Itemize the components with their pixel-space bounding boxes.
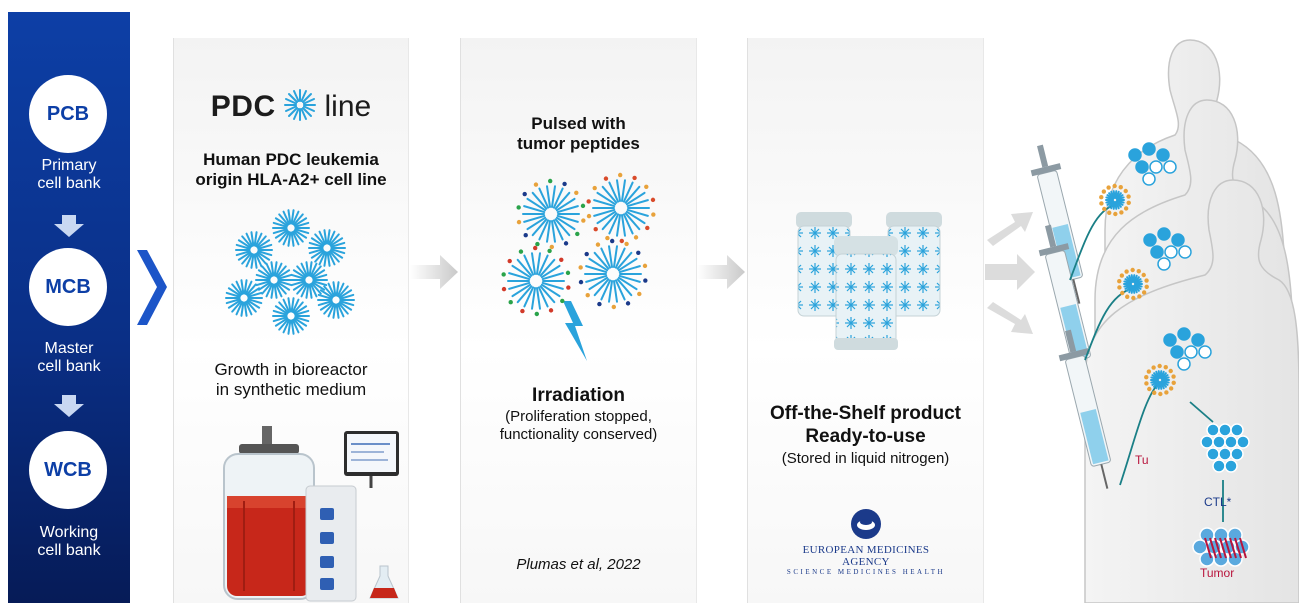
pulsed-title: Pulsed with tumor peptides bbox=[461, 114, 696, 154]
pulsed-cell bbox=[578, 238, 648, 310]
panel-cell-line: PDC line Human PDC leukemia origin HLA-A… bbox=[173, 38, 409, 603]
wcb-circle: WCB bbox=[29, 431, 107, 509]
cell-burst bbox=[225, 279, 263, 317]
ema-name: EUROPEAN MEDICINES AGENCY bbox=[802, 544, 930, 568]
pulsed-cell bbox=[501, 245, 571, 317]
cell-burst bbox=[290, 261, 328, 299]
cell-burst bbox=[317, 281, 355, 319]
tumor-label: Tumor bbox=[1200, 566, 1234, 580]
pulsed-cells-icon bbox=[501, 172, 656, 361]
cell-burst bbox=[235, 231, 273, 269]
arrow-right-icon bbox=[697, 255, 745, 289]
growth-text: Growth in bioreactor in synthetic medium bbox=[174, 360, 408, 400]
irradiation-subtitle: (Proliferation stopped, functionality co… bbox=[461, 408, 696, 444]
cell-bank-column: PCB Primary cell bank MCB Master cell ba… bbox=[8, 12, 130, 603]
mcb-code: MCB bbox=[45, 275, 91, 298]
product-title: Off-the-Shelf product Ready-to-use bbox=[748, 402, 983, 448]
ema-subtitle: SCIENCE MEDICINES HEALTH bbox=[786, 568, 946, 576]
cell-cluster-icon bbox=[225, 209, 355, 335]
pulsed-title-line1: Pulsed with bbox=[531, 114, 626, 133]
mcb-label: Master cell bank bbox=[8, 340, 130, 376]
logo-pdc-text: PDC bbox=[210, 90, 276, 123]
wcb-label-line1: Working bbox=[39, 524, 99, 541]
product-jars-image bbox=[796, 212, 942, 350]
bioreactor-image bbox=[223, 426, 399, 602]
pcb-circle: PCB bbox=[29, 75, 107, 153]
ema-emblem-icon bbox=[851, 509, 881, 539]
tumor-partial-label: Tu bbox=[1135, 453, 1149, 467]
tumor-marks bbox=[1204, 537, 1247, 559]
wcb-code: WCB bbox=[44, 458, 92, 481]
logo-line-text: line bbox=[324, 90, 372, 123]
arrow-right-icon bbox=[410, 255, 458, 289]
product-title-line1: Off-the-Shelf product bbox=[769, 403, 962, 424]
pcb-label-line2: cell bank bbox=[37, 175, 101, 192]
cell-burst bbox=[308, 229, 346, 267]
lightning-icon bbox=[563, 301, 587, 361]
wcb-label: Working cell bank bbox=[8, 524, 130, 560]
ctl-label: CTL* bbox=[1204, 495, 1232, 509]
pulsed-cell bbox=[516, 178, 586, 250]
syringe-icon bbox=[1030, 144, 1111, 489]
panel-product: Off-the-Shelf product Ready-to-use (Stor… bbox=[747, 38, 984, 603]
product-title-line2: Ready-to-use bbox=[805, 426, 926, 447]
cell-line-title-line2: origin HLA-A2+ cell line bbox=[195, 170, 387, 189]
wcb-label-line2: cell bank bbox=[37, 542, 101, 559]
mcb-label-line2: cell bank bbox=[37, 358, 101, 375]
down-arrow-icon bbox=[54, 215, 84, 237]
growth-text-line2: in synthetic medium bbox=[215, 380, 367, 399]
mcb-circle: MCB bbox=[29, 248, 107, 326]
irradiation-subtitle-line2: functionality conserved) bbox=[499, 426, 658, 443]
panel-pulsed: Pulsed with tumor peptides Irradiation (… bbox=[460, 38, 697, 603]
pcb-label: Primary cell bank bbox=[8, 157, 130, 193]
apc-icon bbox=[1144, 363, 1176, 397]
cell-line-title-line1: Human PDC leukemia bbox=[203, 150, 379, 169]
citation: Plumas et al, 2022 bbox=[516, 556, 641, 573]
down-arrow-icon bbox=[54, 395, 84, 417]
pulsed-title-line2: tumor peptides bbox=[517, 134, 640, 153]
mcb-label-line1: Master bbox=[44, 340, 94, 357]
pulsed-cell bbox=[586, 172, 656, 244]
apc-icon bbox=[1099, 183, 1131, 217]
irradiation-subtitle-line1: (Proliferation stopped, bbox=[505, 408, 652, 425]
irradiation-title: Irradiation bbox=[532, 385, 625, 406]
cell-burst bbox=[255, 261, 293, 299]
cell-burst bbox=[272, 297, 310, 335]
chevron-right-icon bbox=[137, 250, 167, 325]
pcb-code: PCB bbox=[46, 102, 90, 125]
cell-burst bbox=[272, 209, 310, 247]
pdcline-logo: PDC line bbox=[174, 88, 408, 124]
growth-text-line1: Growth in bioreactor bbox=[214, 360, 368, 379]
pcb-label-line1: Primary bbox=[41, 157, 97, 174]
patients-illustration: Tu CTL* Tumor bbox=[1030, 39, 1299, 603]
apc-icon bbox=[1117, 267, 1149, 301]
storage-note: (Stored in liquid nitrogen) bbox=[781, 450, 950, 467]
burst-logo-icon bbox=[284, 89, 317, 121]
cell-line-title: Human PDC leukemia origin HLA-A2+ cell l… bbox=[174, 150, 408, 190]
ema-logo: EUROPEAN MEDICINES AGENCY SCIENCE MEDICI… bbox=[780, 508, 952, 576]
fan-arrows-icon bbox=[985, 212, 1035, 334]
